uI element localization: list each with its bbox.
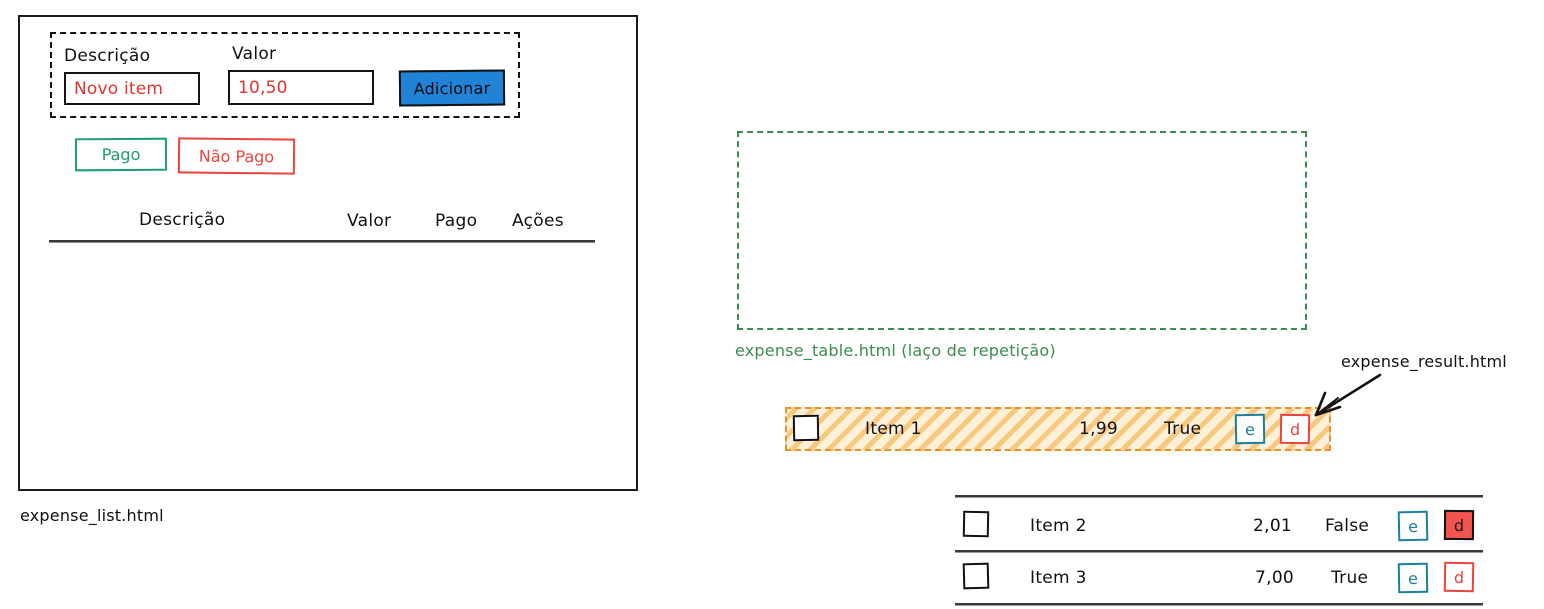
row-separator-bottom (955, 603, 1483, 606)
table-header-actions: Ações (512, 211, 564, 231)
row-checkbox[interactable] (962, 562, 990, 590)
row-value: 7,00 (1255, 568, 1295, 588)
expense-result-file-label: expense_result.html (1341, 352, 1507, 371)
row-description: Item 1 (865, 419, 922, 439)
row-paid: True (1331, 568, 1369, 588)
annotation-arrow-icon (1314, 373, 1382, 417)
row-checkbox[interactable] (792, 414, 820, 442)
row-delete-button[interactable]: d (1443, 509, 1475, 541)
row-edit-button[interactable]: e (1234, 413, 1266, 445)
table-header-description: Descrição (139, 210, 226, 230)
filter-unpaid-button[interactable]: Não Pago (177, 137, 296, 175)
row-value: 1,99 (1079, 419, 1119, 439)
row-description: Item 3 (1030, 568, 1087, 588)
filter-paid-button[interactable]: Pago (74, 137, 168, 172)
row-edit-button[interactable]: e (1397, 510, 1429, 542)
value-input[interactable]: 10,50 (228, 70, 374, 105)
row-paid: False (1325, 516, 1370, 536)
expense-list-file-label: expense_list.html (20, 506, 164, 525)
row-paid: True (1164, 419, 1202, 439)
description-input[interactable]: Novo item (64, 72, 200, 105)
row-description: Item 2 (1030, 516, 1087, 536)
description-input-value: Novo item (74, 78, 164, 99)
row-checkbox[interactable] (962, 510, 990, 538)
expense-table-region (737, 131, 1307, 330)
table-header-value: Valor (347, 211, 392, 231)
table-header-paid: Pago (435, 211, 478, 231)
row-edit-button[interactable]: e (1397, 562, 1429, 594)
description-field-label: Descrição (64, 46, 151, 66)
add-button[interactable]: Adicionar (398, 69, 506, 107)
value-input-value: 10,50 (238, 77, 288, 98)
row-value: 2,01 (1253, 516, 1293, 536)
row-delete-button[interactable]: d (1443, 561, 1475, 593)
row-separator-mid (955, 550, 1483, 553)
row-separator-top (955, 495, 1483, 498)
value-field-label: Valor (232, 44, 277, 64)
expense-table-file-label: expense_table.html (laço de repetição) (735, 341, 1056, 360)
table-header-rule (49, 240, 595, 243)
add-expense-form-group (50, 32, 520, 118)
